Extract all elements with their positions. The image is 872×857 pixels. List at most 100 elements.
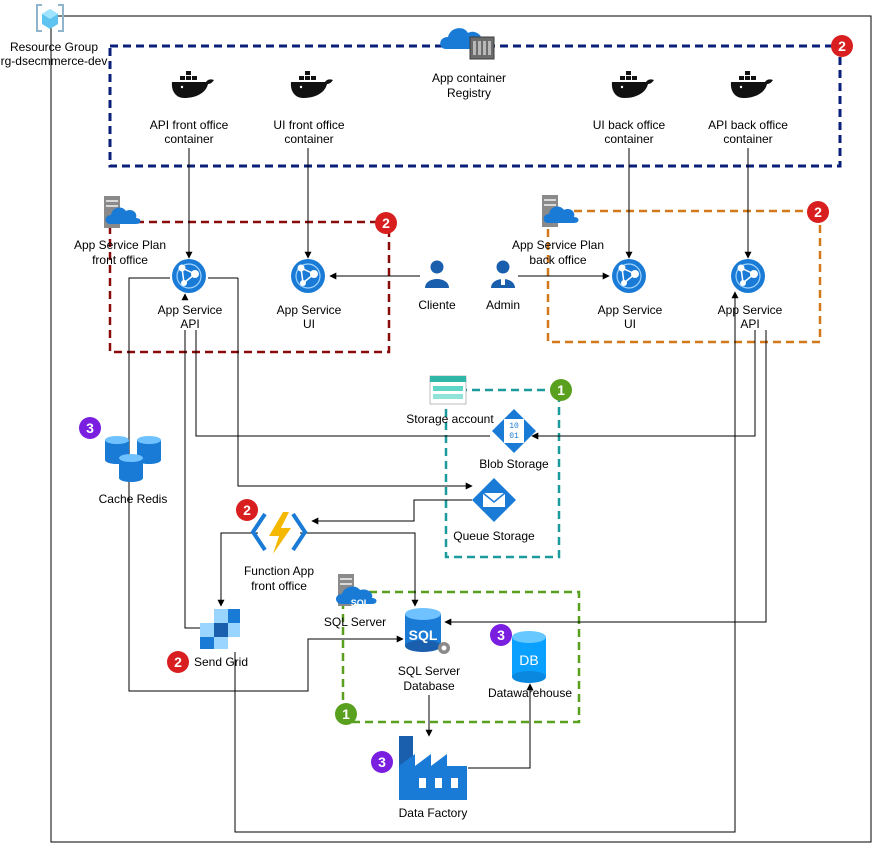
sql-database-label-line1: SQL Server xyxy=(398,664,460,678)
docker-ui-front-icon xyxy=(290,71,333,98)
docker-api-front-icon xyxy=(171,71,214,98)
svg-text:2: 2 xyxy=(243,502,251,518)
sendgrid-label: Send Grid xyxy=(194,655,248,669)
badge-cache: 3 xyxy=(79,417,101,439)
ui-back-container-label-line1: UI back office xyxy=(593,118,666,132)
front-ui-label-line1: App Service xyxy=(277,303,342,317)
svg-text:2: 2 xyxy=(174,654,182,670)
back-plan-icon xyxy=(542,195,579,227)
ui-front-container-label-line1: UI front office xyxy=(273,118,344,132)
admin-user-icon xyxy=(491,260,515,288)
blob-storage-icon xyxy=(492,409,536,453)
registry-label-line2: Registry xyxy=(447,86,491,100)
api-front-container-label-line1: API front office xyxy=(150,118,229,132)
resource-group-label: Resource Group xyxy=(10,40,98,54)
svg-text:2: 2 xyxy=(814,204,822,220)
edge-queue-to-function xyxy=(311,499,472,525)
badge-back-plan: 2 xyxy=(807,201,829,223)
svg-text:1: 1 xyxy=(342,706,350,722)
function-app-label-line1: Function App xyxy=(244,564,314,578)
sql-server-label: SQL Server xyxy=(324,615,386,629)
admin-label: Admin xyxy=(486,298,520,312)
sql-database-label-line2: Database xyxy=(403,679,455,693)
edge-front-api-to-queue xyxy=(237,278,473,490)
sql-database-glyph: SQL xyxy=(409,627,438,643)
datawarehouse-label: Datawarehouse xyxy=(488,686,572,700)
svg-text:3: 3 xyxy=(378,754,386,770)
api-back-container-label-line2: container xyxy=(723,132,772,146)
sql-server-boundary xyxy=(341,590,581,724)
queue-storage-icon xyxy=(472,478,516,522)
back-office-plan-boundary xyxy=(546,209,822,344)
queue-storage-label: Queue Storage xyxy=(453,529,535,543)
resource-group-icon xyxy=(36,4,64,32)
api-back-container-label-line1: API back office xyxy=(708,118,788,132)
front-ui-app-service-icon xyxy=(290,258,326,294)
edge-front-api-to-blob xyxy=(195,330,490,437)
front-api-app-service-icon xyxy=(171,258,207,294)
back-ui-label-line2: UI xyxy=(624,317,636,331)
back-ui-app-service-icon xyxy=(611,258,647,294)
front-plan-label-line2: front office xyxy=(92,253,148,267)
sql-database-icon xyxy=(405,608,450,654)
badge-function: 2 xyxy=(236,499,258,521)
front-ui-label-line2: UI xyxy=(303,317,315,331)
svg-text:3: 3 xyxy=(497,627,505,643)
back-plan-label-line1: App Service Plan xyxy=(512,238,604,252)
cache-redis-icon xyxy=(105,436,161,482)
api-front-container-label-line2: container xyxy=(164,132,213,146)
back-ui-label-line1: App Service xyxy=(598,303,663,317)
datawarehouse-icon xyxy=(512,631,546,683)
front-plan-icon xyxy=(104,196,141,228)
datawarehouse-glyph: DB xyxy=(519,652,538,668)
edge-data-factory-to-datawarehouse xyxy=(468,683,534,769)
edge-sendgrid-to-back-api xyxy=(234,291,739,833)
ui-back-container-label-line2: container xyxy=(604,132,653,146)
svg-text:2: 2 xyxy=(838,38,846,54)
badge-sql: 1 xyxy=(335,703,357,725)
badge-datafactory: 3 xyxy=(371,751,393,773)
front-plan-label-line1: App Service Plan xyxy=(74,238,166,252)
front-office-plan-boundary xyxy=(108,220,391,354)
blob-storage-label: Blob Storage xyxy=(479,457,549,471)
badge-front-plan: 2 xyxy=(375,212,397,234)
cache-redis-label: Cache Redis xyxy=(99,492,168,506)
function-app-icon xyxy=(250,512,308,554)
edge-front-api-to-sql xyxy=(128,277,404,692)
back-plan-label-line2: back office xyxy=(529,253,586,267)
blob-glyph-top: 10 xyxy=(509,422,519,431)
data-factory-icon xyxy=(399,736,467,800)
badge-datawarehouse: 3 xyxy=(490,624,512,646)
back-api-label-line1: App Service xyxy=(718,303,783,317)
svg-text:3: 3 xyxy=(86,420,94,436)
edge-back-api-to-sql xyxy=(444,330,767,626)
resource-group-border xyxy=(50,15,872,843)
registry-label-line1: App container xyxy=(432,71,506,85)
back-api-app-service-icon xyxy=(730,258,766,294)
edge-function-to-sql xyxy=(300,532,419,607)
resource-group-name: rg-dsecmmerce-dev xyxy=(1,54,108,68)
storage-account-label: Storage account xyxy=(406,412,494,426)
front-api-label-line1: App Service xyxy=(158,303,223,317)
container-registry-icon xyxy=(440,28,495,60)
data-factory-label: Data Factory xyxy=(399,806,468,820)
docker-api-back-icon xyxy=(730,71,773,98)
function-app-label-line2: front office xyxy=(251,579,307,593)
sql-server-icon xyxy=(336,574,377,606)
client-user-icon xyxy=(425,260,449,288)
storage-account-boundary xyxy=(444,388,561,559)
storage-account-icon xyxy=(429,375,467,405)
edge-front-api-to-sendgrid xyxy=(184,330,200,629)
sql-server-glyph: SQL xyxy=(351,598,370,608)
svg-text:1: 1 xyxy=(557,382,565,398)
sendgrid-icon xyxy=(200,609,240,649)
edge-function-to-sendgrid xyxy=(217,532,258,607)
blob-glyph-bottom: 01 xyxy=(509,432,519,441)
back-api-label-line2: API xyxy=(740,317,759,331)
docker-ui-back-icon xyxy=(611,71,654,98)
ui-front-container-label-line2: container xyxy=(284,132,333,146)
badge-sendgrid: 2 xyxy=(167,651,189,673)
registry-boundary xyxy=(108,44,842,168)
badge-storage: 1 xyxy=(550,379,572,401)
